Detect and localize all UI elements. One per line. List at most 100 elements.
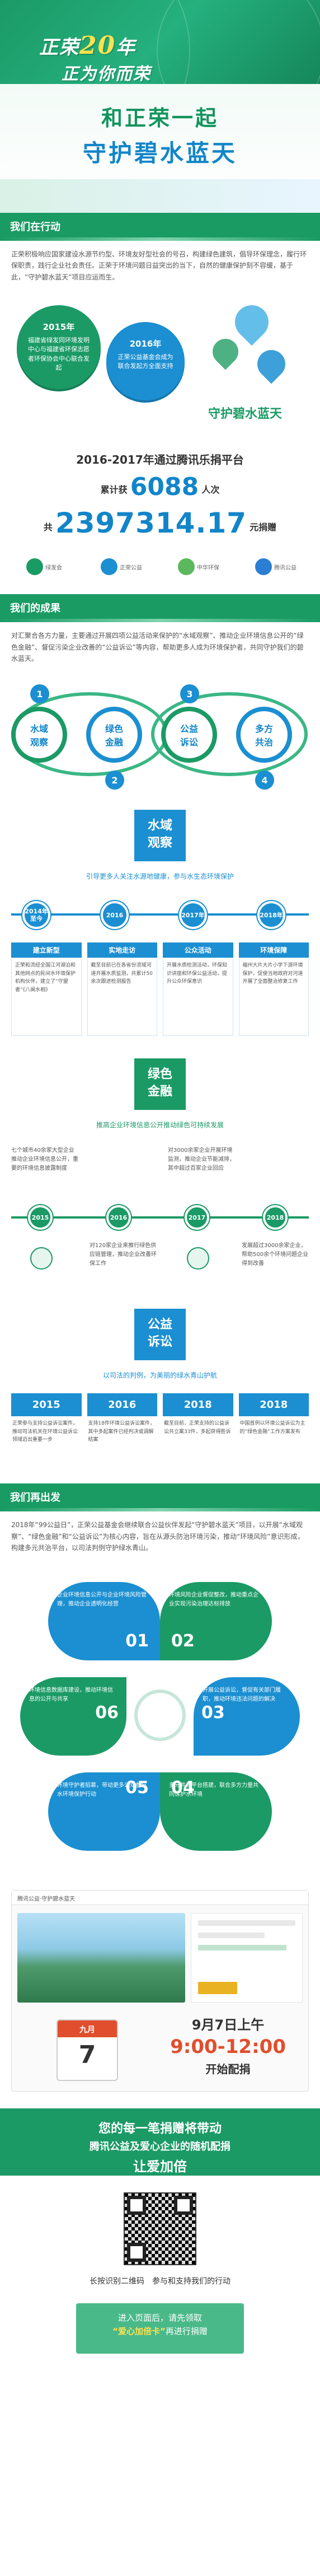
legal-caption: 以司法的判例，为美丽的绿水青山护航 — [102, 1371, 217, 1380]
hero-line2: 守护碧水蓝天 — [82, 139, 237, 167]
info-bar — [198, 1944, 287, 1950]
chain-node-finance: 绿色 金融 — [86, 707, 142, 763]
finance-item-text: 对120家企业来推行绿色供应链管理，推动企业改善环保工作 — [90, 1243, 157, 1267]
petal-number: 06 — [95, 1702, 119, 1723]
section-heading-results: 我们的成果 — [0, 594, 320, 623]
water-card-body: 开展水质检测活动，环保知识讲座和环保公益活动，提升公众环保意识 — [163, 958, 233, 1037]
finance-timeline: 2015 2016 2017 2018 七个城市40余家大型企业推动企业环境信息… — [11, 1135, 309, 1303]
badge-water: 水域 观察 — [134, 810, 186, 862]
stat-count-label: 累计获 — [100, 484, 128, 496]
water-card-body: 截至目前已在各省份流域河道开展水质监测，共累计50余次跟进检测报告 — [87, 958, 157, 1037]
legal-text: 支持18件环境公益诉讼案件，其中多起案件已经判决或调解结案 — [88, 1421, 155, 1443]
section-heading-outreach: 我们再出发 — [0, 1483, 320, 1512]
stat-count-value: 6088 — [130, 473, 199, 502]
stat-amount-unit: 元捐赠 — [250, 522, 277, 533]
partner-logo-icon — [255, 558, 272, 576]
legal-year: 2018 — [238, 1393, 309, 1417]
info-bar — [198, 1932, 265, 1938]
bubble-2016-text: 正荣公益基金会成为联合发起方全面支持 — [117, 353, 173, 370]
water-card-body: 福州大片大片小学下游环境保护，促使当地政府对河道开展了全面整治修复工作 — [238, 958, 309, 1037]
timeline-node: 2014年 至今 — [22, 901, 50, 930]
closing-line2: 腾讯公益及爱心企业的随机配捐 — [90, 2140, 230, 2153]
water-card-title: 公众活动 — [163, 942, 233, 958]
chain-node-label: 公益 诉讼 — [180, 724, 198, 748]
top-banner: 正荣20年 正为你而荣 — [0, 0, 320, 84]
finance-item-text: 七个城市40余家大型企业推动企业环境信息公开，重要的环境信息披露制度 — [11, 1147, 78, 1172]
water-card-title: 环境保障 — [238, 942, 309, 958]
partner-name: 中华环保 — [197, 564, 219, 571]
hero-wave — [0, 179, 320, 213]
preview-tab-label: 腾讯公益·守护碧水蓝天 — [12, 1890, 308, 1905]
legal-text: 正荣参与支持公益诉讼案件，推动司法机关在环境公益诉讼领域迈出重要一步 — [12, 1421, 78, 1443]
project-logo-text: 守护碧水蓝天 — [208, 407, 283, 422]
water-card-body: 正荣和流经全国江河湖泊和其他网点的民间水环境保护机构伙伴，建立了“守望者”《八闽… — [11, 958, 82, 1037]
timeline-line — [11, 1216, 309, 1219]
qr-finder-pattern — [127, 2195, 146, 2215]
partner-logo: 中华环保 — [172, 553, 225, 581]
action-illustration: 2015年 福建省绿发同环境发明中心与福建省环保志愿者环保协会中心联合发起 20… — [0, 288, 320, 445]
petal-number: 04 — [171, 1777, 195, 1798]
timeline-node: 2018 — [263, 1205, 288, 1230]
calendar-icon: 九月 7 — [57, 2019, 118, 2081]
landscape-photo — [17, 1912, 185, 2003]
partner-name: 正荣公益 — [120, 564, 142, 571]
petal-text: 开展公益诉讼，督促有关部门履职，推动环境违法问题的解决 — [203, 1687, 281, 1702]
chain-num: 4 — [255, 771, 274, 790]
donate-button[interactable] — [198, 1981, 237, 1994]
closing-line3: 让爱加倍 — [133, 2158, 187, 2174]
partner-logo: 正荣公益 — [95, 553, 148, 581]
chain-node-cogovern: 多方 共治 — [236, 707, 292, 763]
timeline-node: 2017 — [185, 1205, 209, 1230]
chain-arc — [151, 692, 308, 777]
petal-text: 环境风险企业督促整改，推动重点企业实现污染治理达标排放 — [169, 1592, 258, 1607]
water-drop-icon — [207, 333, 244, 370]
petal-text: 多元共治平台搭建，联合多方力量共同保护水环境 — [169, 1782, 258, 1798]
closing-line1: 您的每一笔捐赠将带动 — [98, 2121, 222, 2136]
water-cards: 建立新型正荣和流经全国江河湖泊和其他网点的民间水环境保护机构伙伴，建立了“守望者… — [0, 937, 320, 1037]
badge-finance: 绿色 金融 — [134, 1058, 186, 1110]
calendar-month: 九月 — [58, 2020, 117, 2037]
notice-highlight: “爱心加倍卡” — [112, 2326, 166, 2336]
finance-item-text: 发展超过3000余家企业，帮助500余个环境问题企业得到改善 — [242, 1243, 309, 1267]
action-paragraph: 正荣积极响应国家建设水源节约型、环境友好型社会的号召，构建绿色建筑，倡导环保理念… — [11, 250, 307, 281]
water-card: 实地走访截至目前已在各省份流域河道开展水质监测，共累计50余次跟进检测报告 — [87, 942, 157, 1037]
petal-text: 企业环境信息公开与企业环境风险管理，推动企业透明化经营 — [57, 1592, 147, 1607]
legal-text: 中国首例以环境公益诉讼为主的“绿色金融”工作方案发布 — [239, 1421, 305, 1435]
partner-logo-icon — [178, 558, 195, 576]
water-drop-icon — [251, 344, 291, 384]
finance-icon — [30, 1247, 53, 1270]
stat-amount-row: 共 2397314.17 元捐赠 — [0, 507, 320, 539]
water-card: 环境保障福州大片大片小学下游环境保护，促使当地政府对河道开展了全面整治修复工作 — [238, 942, 309, 1037]
qr-code[interactable] — [124, 2192, 196, 2265]
banner-ring — [157, 0, 320, 84]
chain-node-label: 水域 观察 — [30, 724, 48, 748]
partner-logo: 腾讯公益 — [249, 553, 303, 581]
results-chain: 水域 观察 绿色 金融 公益 诉讼 多方 共治 1 2 3 4 — [0, 670, 320, 799]
qr-finder-pattern — [174, 2195, 193, 2215]
flower-core — [138, 1692, 182, 1738]
partner-logo-icon — [101, 558, 117, 576]
banner-title: 正荣20年 正为你而荣 — [39, 31, 151, 84]
hero-line1: 和正荣一起 — [101, 106, 219, 130]
stat-count-row: 累计获 6088 人次 — [0, 473, 320, 501]
banner-title-num: 20 — [79, 31, 116, 60]
results-paragraph: 对汇聚合各方力量，主要通过开展四项公益活动来保护的“水域观察”、推动企业环境信息… — [11, 632, 304, 662]
stat-count-unit: 人次 — [201, 484, 220, 496]
match-date: 9月7日上午 — [191, 2017, 265, 2033]
water-drop-icon — [228, 298, 276, 346]
banner-title-pre: 正荣 — [39, 36, 79, 59]
chain-node-label: 多方 共治 — [255, 724, 273, 748]
chain-node-legal: 公益 诉讼 — [161, 707, 217, 763]
love-card-notice[interactable]: 进入页面后，请先领取 “爱心加倍卡”再进行捐赠 — [76, 2303, 244, 2354]
partner-name: 绿发会 — [45, 564, 62, 571]
calendar-day: 7 — [78, 2040, 96, 2069]
